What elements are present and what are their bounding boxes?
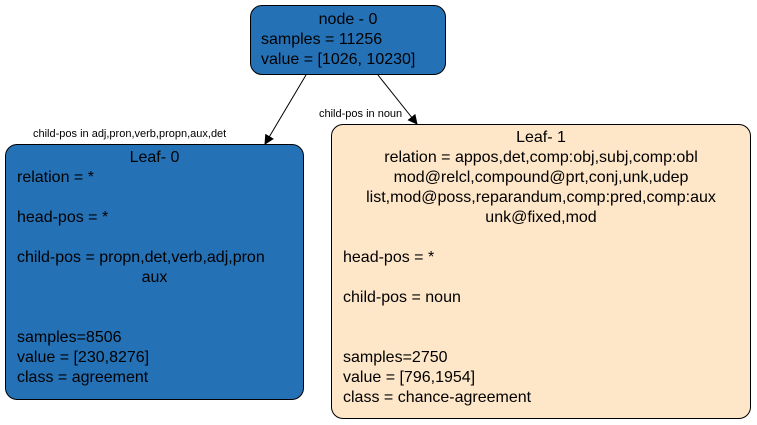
leaf-1-samples: samples=2750 xyxy=(343,349,448,366)
leaf-1-relation-continued-3: unk@fixed,mod xyxy=(485,209,597,226)
leaf-0-child-pos: child-pos = propn,det,verb,adj,pron xyxy=(17,249,265,266)
leaf-1-class: class = chance-agreement xyxy=(343,389,532,406)
leaf-0-samples: samples=8506 xyxy=(17,329,122,346)
edge-label-left: child-pos in adj,pron,verb,propn,aux,det xyxy=(33,128,227,140)
leaf-0-child-pos-continued: aux xyxy=(141,269,168,286)
leaf-1-head-pos: head-pos = * xyxy=(343,249,435,266)
leaf-1-relation: relation = appos,det,comp:obj,subj,comp:… xyxy=(384,149,698,166)
edge-root-to-leaf0 xyxy=(264,74,307,145)
leaf-0-value: value = [230,8276] xyxy=(17,349,150,366)
leaf-0-class: class = agreement xyxy=(17,369,149,386)
leaf-1-relation-continued-1: mod@relcl,compound@prt,conj,unk,udep xyxy=(393,169,689,186)
root-node: node - 0 samples = 11256 value = [1026, … xyxy=(250,5,446,75)
leaf-1-child-pos: child-pos = noun xyxy=(343,289,461,306)
root-samples: samples = 11256 xyxy=(261,31,383,48)
root-value: value = [1026, 10230] xyxy=(261,51,416,68)
root-title: node - 0 xyxy=(318,11,378,28)
leaf-0-relation: relation = * xyxy=(17,169,94,186)
leaf-1-node: Leaf- 1 relation = appos,det,comp:obj,su… xyxy=(331,124,751,419)
leaf-1-title: Leaf- 1 xyxy=(516,129,566,146)
leaf-1-relation-continued-2: list,mod@poss,reparandum,comp:pred,comp:… xyxy=(366,189,716,206)
leaf-0-node: Leaf- 0 relation = * head-pos = * child-… xyxy=(5,144,304,400)
leaf-1-value: value = [796,1954] xyxy=(343,369,476,386)
leaf-0-title: Leaf- 0 xyxy=(129,149,180,166)
edge-label-right: child-pos in noun xyxy=(319,108,403,120)
leaf-0-head-pos: head-pos = * xyxy=(17,209,109,226)
edge-root-to-leaf1 xyxy=(377,74,418,125)
